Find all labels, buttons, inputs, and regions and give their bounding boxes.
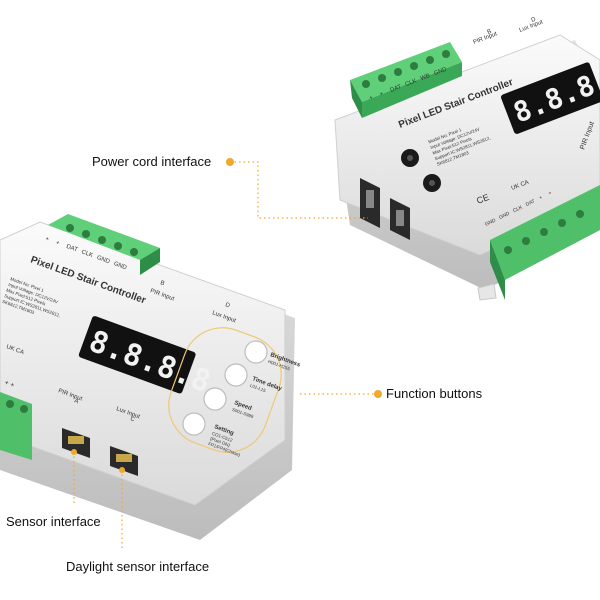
bottom-pir-bottom-letter: A [73,398,79,405]
sensor-interface-callout: Sensor interface [6,514,101,529]
setting-button[interactable] [182,412,206,436]
daylight-sensor-port [110,446,138,476]
time-delay-sub: L01-L15 [249,383,267,394]
callout-leaders [73,161,378,548]
bottom-terminal-labels: + + DAT CLK GND GND [44,236,128,271]
bottom-pir-top-letter: B [159,280,165,287]
top-bottom-terminal-labels: GND GND CLK DAT + + [484,190,553,228]
top-lux-letter: D [531,16,538,23]
bottom-left-terminal [0,392,32,460]
top-terminal-labels: + + DAT CLK WB GND [369,66,449,101]
speed-label: Speed [233,400,252,412]
speed-button[interactable] [203,387,227,411]
top-pir-letter: B [487,29,493,36]
bottom-ukca-mark: UK CA [5,344,24,356]
power-cord-callout: Power cord interface [92,154,212,169]
daylight-sensor-callout: Daylight sensor interface [66,559,210,574]
top-controller: + + DAT CLK WB GND Pixel LED Stair Contr… [334,16,600,301]
top-power-ports [360,178,410,240]
bottom-left-plus: + + [3,379,15,389]
bottom-controller: + + DAT CLK GND GND Pixel LED Stair Cont… [0,214,301,540]
callout-dots [71,158,382,473]
bottom-lux-bottom-letter: C [129,416,136,423]
time-delay-button[interactable] [224,363,248,387]
top-bottom-terminal-block [490,185,600,300]
sensor-port [62,428,90,458]
bottom-top-terminal-block [48,214,160,275]
top-ce-mark: CE [475,192,490,206]
function-button-group [168,327,282,453]
brightness-button[interactable] [244,340,268,364]
top-pir-label: PIR Input [473,31,499,46]
function-buttons-callout: Function buttons [386,386,483,401]
top-terminal-block [350,42,462,118]
bottom-lux-top-letter: D [224,302,231,309]
